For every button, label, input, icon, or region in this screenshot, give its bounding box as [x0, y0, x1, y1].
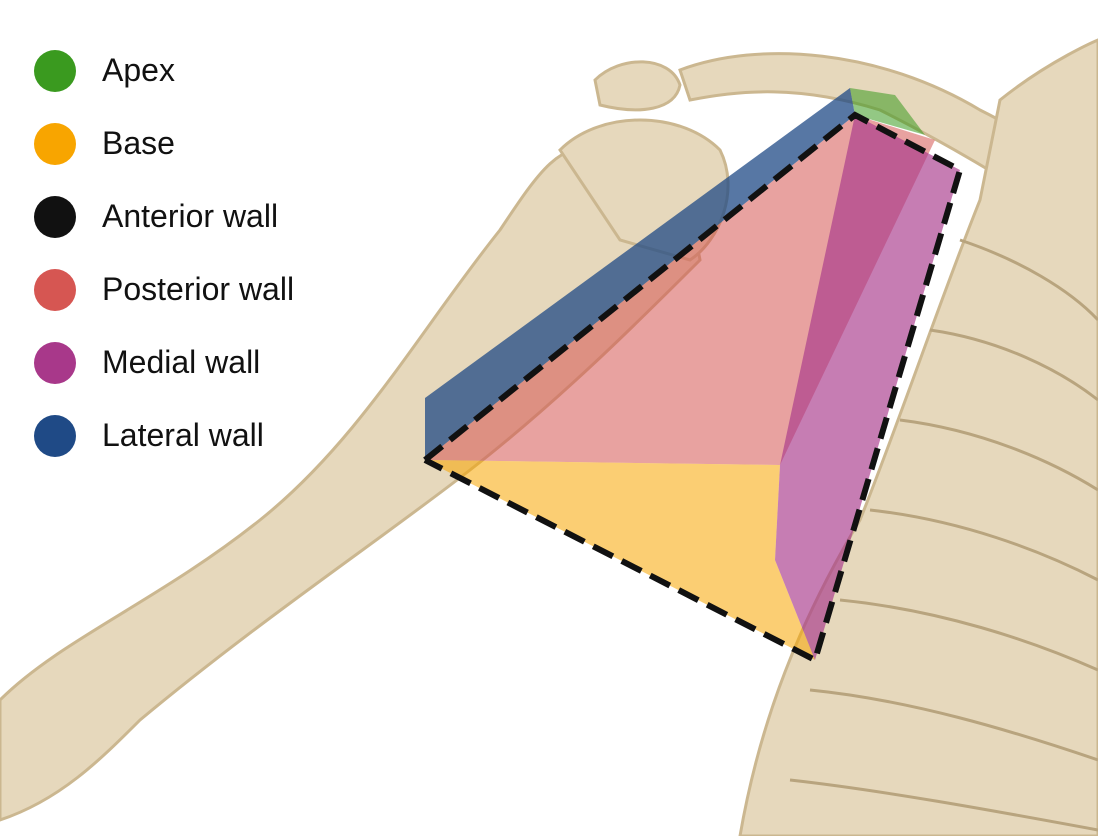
legend-label: Apex: [102, 52, 175, 88]
legend-item-apex: Apex: [34, 34, 294, 107]
legend-label: Medial wall: [102, 344, 261, 380]
legend-swatch: [34, 341, 76, 384]
legend-swatch: [34, 414, 76, 457]
legend-swatch: [34, 268, 76, 311]
legend-label: Anterior wall: [102, 198, 279, 234]
legend-label: Base: [102, 125, 175, 161]
legend-item-posterior-wall: Posterior wall: [34, 253, 294, 326]
legend-item-medial-wall: Medial wall: [34, 326, 294, 399]
legend-swatch: [34, 122, 76, 165]
lateral-wall: [425, 88, 855, 460]
legend-swatch: [34, 49, 76, 92]
acromion: [593, 60, 682, 112]
legend-label: Lateral wall: [102, 417, 264, 453]
apex: [850, 88, 925, 135]
legend-item-lateral-wall: Lateral wall: [34, 399, 294, 472]
legend-item-base: Base: [34, 107, 294, 180]
medial-wall: [775, 115, 960, 660]
legend-swatch: [34, 195, 76, 238]
rib-lines: [789, 238, 1098, 832]
legend-item-anterior-wall: Anterior wall: [34, 180, 294, 253]
anterior-wall-outline: [423, 111, 964, 665]
legend-label: Posterior wall: [102, 271, 295, 307]
